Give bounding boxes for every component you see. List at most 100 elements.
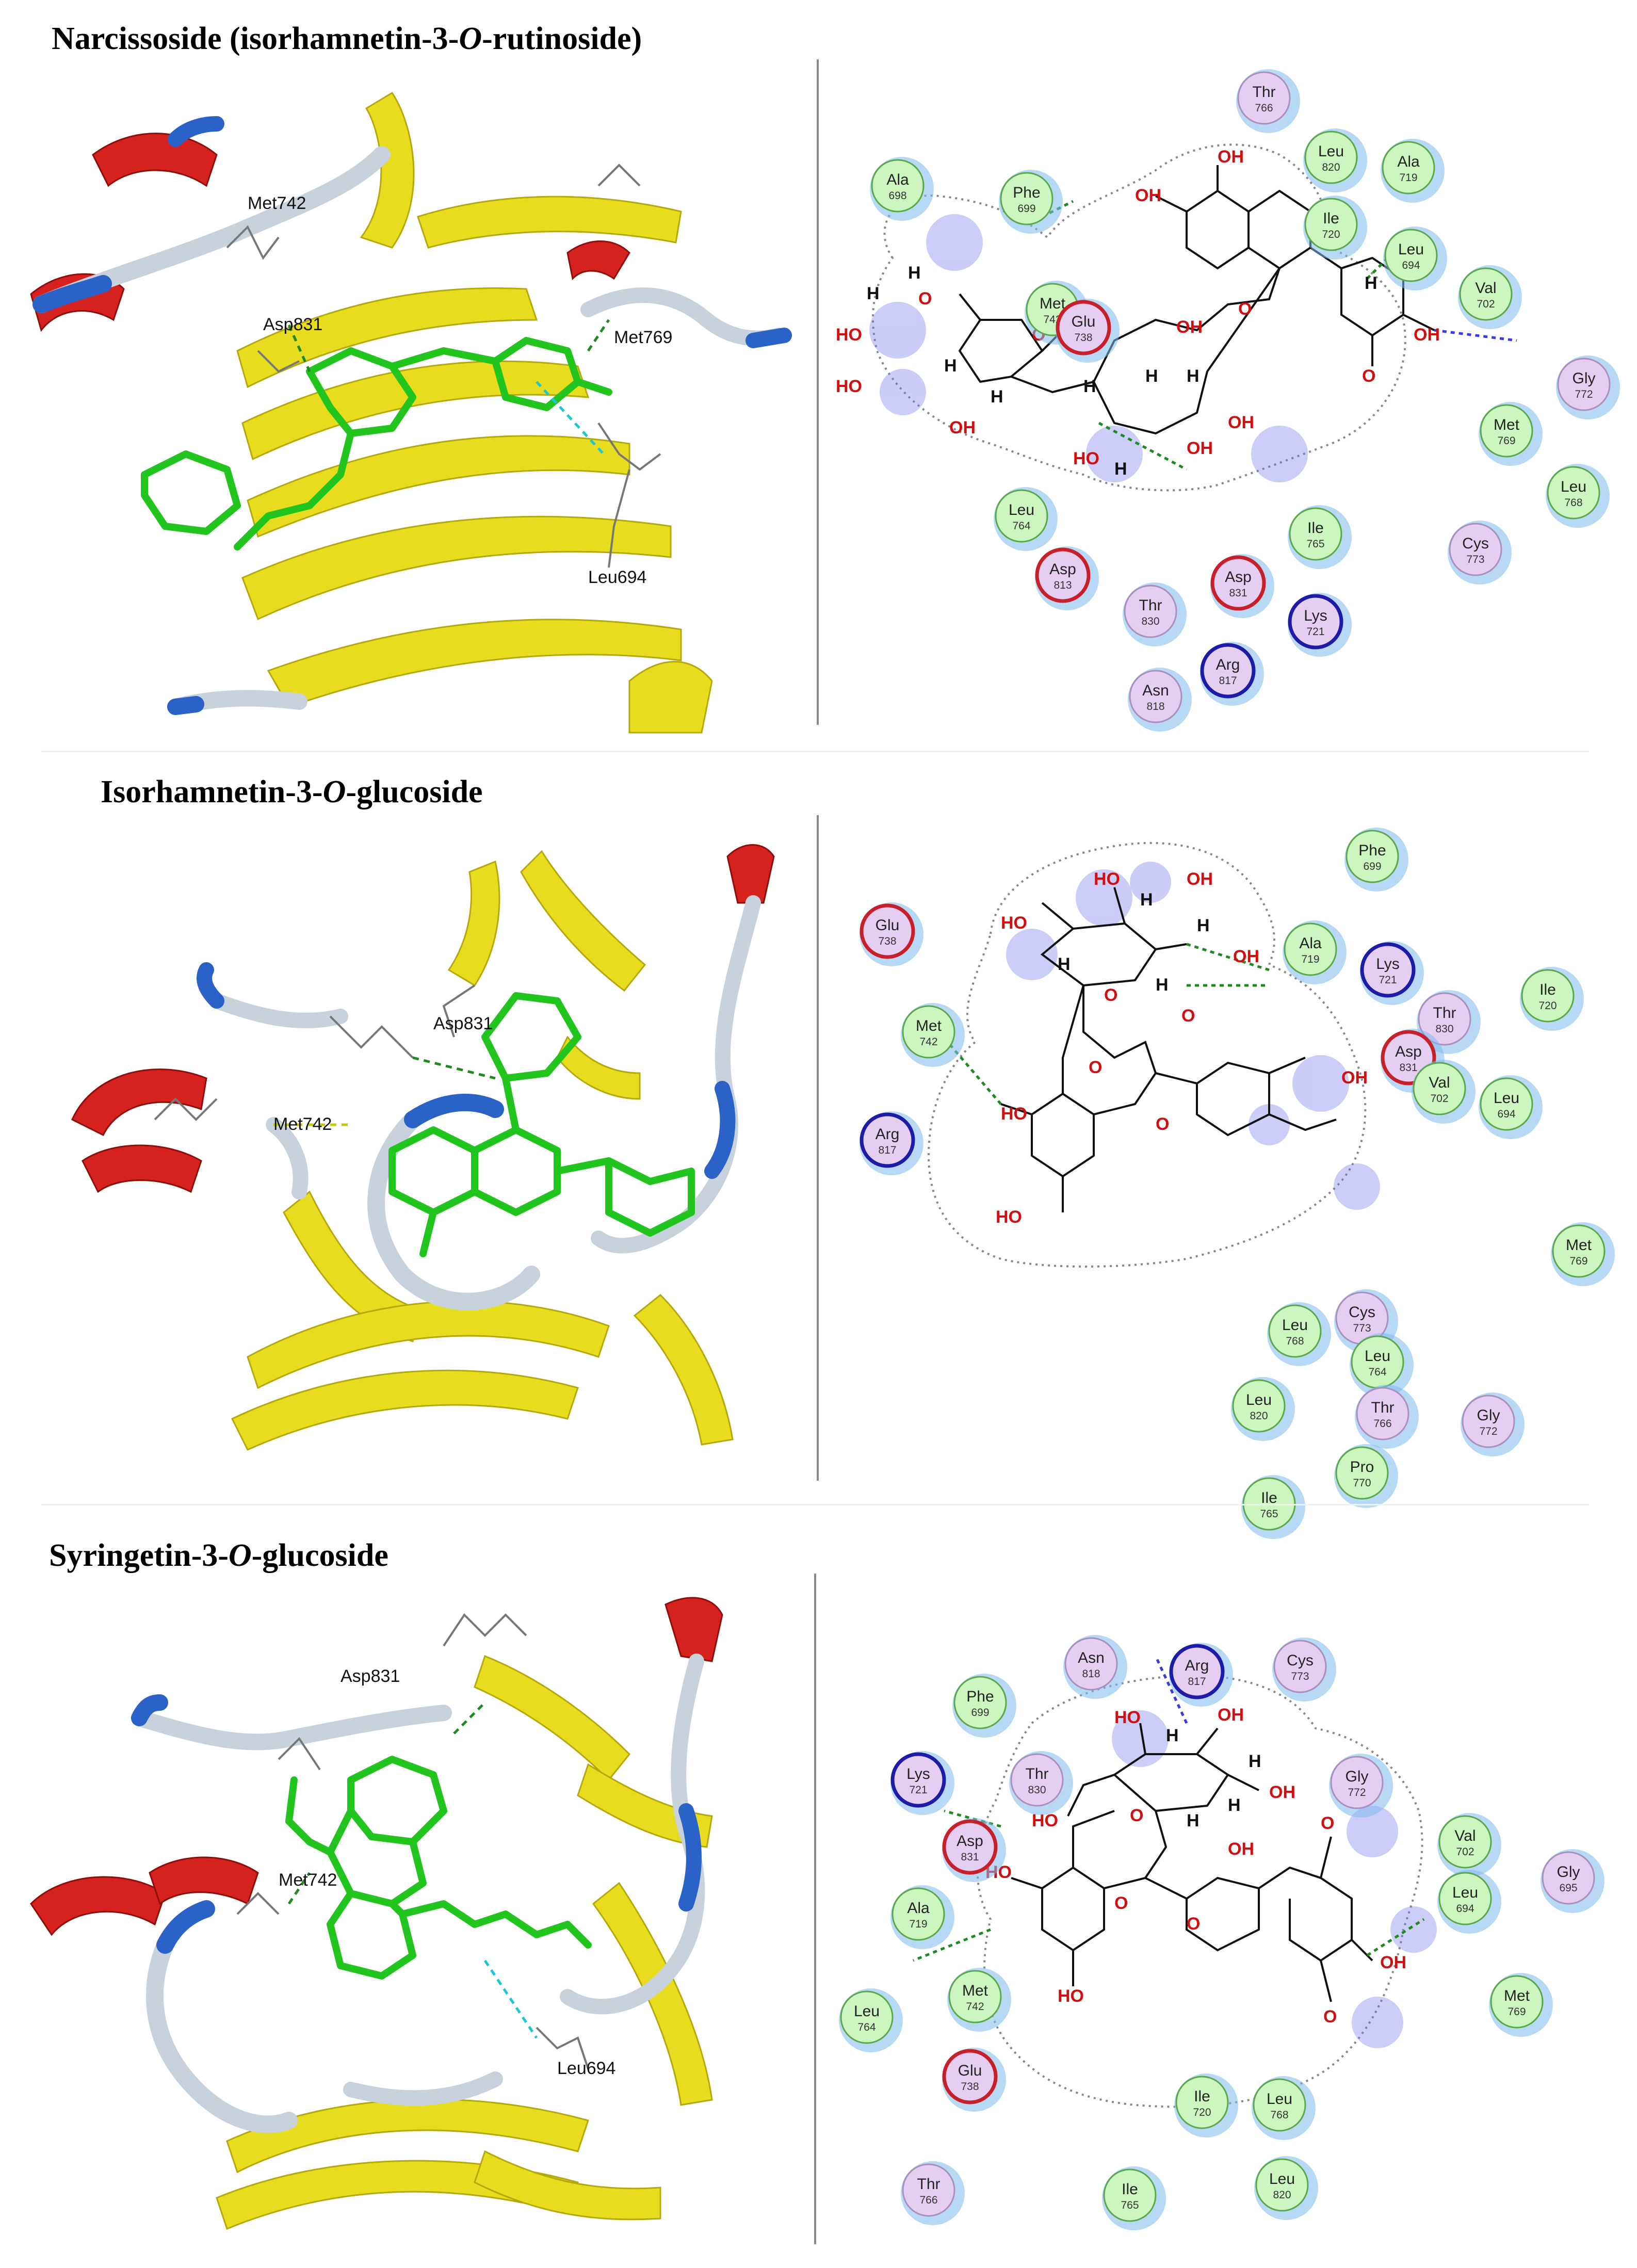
svg-text:OH: OH [1187,439,1213,458]
residue-name: Leu [1246,1391,1272,1408]
residue-disk [902,2163,955,2217]
residue-number: 766 [1255,102,1273,114]
residue-number: 820 [1250,1410,1268,1422]
svg-text:H: H [1140,890,1153,910]
residue-number: 772 [1479,1425,1497,1437]
residue-name: Glu [1072,313,1096,330]
residue-number: 772 [1575,388,1593,400]
residue-name: Gly [1346,1768,1369,1785]
panel-divider [817,59,819,725]
svg-text:H: H [1156,975,1169,995]
residue-disk [890,1752,946,1808]
residue-disk [871,159,925,213]
residue-disk [1438,1872,1492,1925]
residue-sidechains [236,1613,589,2069]
residue-name: Leu [1282,1317,1308,1334]
residue-name: Ile [1194,2088,1210,2105]
residue-number: 694 [1497,1108,1515,1120]
residue-number: 831 [961,1851,979,1863]
interaction-2d-diagram: HO H OH HO H H OH H O O HO O OH O HO Phe… [860,828,1615,1539]
panel-title: Syringetin-3-O-glucoside [49,1538,388,1573]
residue-disk [1335,1446,1389,1500]
svg-text:H: H [867,284,880,303]
residue-name: Leu [1269,2170,1295,2188]
ligand-atom-labels: HO H OH H OH H HO OH O H O O O HO OH O H… [985,1705,1406,2027]
panel-separator [41,1504,1589,1505]
residue-name: Pro [1350,1459,1374,1476]
residue-name: Ile [1307,520,1324,537]
residue-disk [1547,466,1600,520]
svg-text:H: H [991,387,1003,407]
residue-disk [1552,1224,1606,1278]
residue-leu-694: Leu694 [1479,1075,1543,1139]
coil-segments [197,895,761,1310]
label-3d: Met769 [614,328,672,347]
residue-disk [1237,71,1291,125]
svg-text:O: O [1238,299,1252,319]
interaction-lines [273,1056,496,1126]
residue-disk [1330,1756,1384,1809]
residue-disk [1356,1387,1409,1440]
svg-text:OH: OH [1414,325,1440,345]
residue-asp-831: Asp831 [1210,554,1274,618]
residue-name: Gly [1573,370,1596,387]
residue-number: 769 [1508,2006,1526,2018]
residue-number: 817 [878,1144,896,1156]
docking-3d-view: Met742 Asp831 Met769 Leu694 [30,91,792,734]
residue-name: Lys [1376,955,1400,973]
residue-name: Leu [854,2003,880,2020]
residue-number: 764 [857,2021,876,2033]
residue-name: Met [1494,416,1520,433]
residue-number: 830 [1141,615,1159,627]
svg-text:HO: HO [1001,913,1027,933]
residue-val-702: Val 702 [1437,1813,1501,1877]
interaction-arrows [938,943,1270,1105]
residue-name: Ile [1122,2181,1138,2198]
residue-name: Glu [876,917,900,934]
residue-number: 699 [1363,861,1381,872]
residue-disk [1557,358,1611,411]
residue-name: Thr [1433,1005,1456,1022]
residue-number: 768 [1286,1335,1304,1347]
residue-disk [1129,670,1182,723]
residue-name: Val [1454,1827,1476,1844]
residue-number: 765 [1260,1508,1278,1520]
docking-3d-view: Asp831 Met742 Leu694 [30,1597,723,2230]
residue-number: 702 [1456,1846,1474,1858]
coil-segments [131,1654,705,2133]
residue-number: 742 [966,2001,984,2013]
residue-number: 772 [1348,1787,1366,1799]
residue-number: 694 [1402,260,1420,271]
interaction-lines [287,319,610,455]
residue-name: Leu [1009,501,1034,519]
residue-number: 769 [1569,1255,1587,1267]
residue-name: Phe [1358,842,1386,859]
residue-gly-772: Gly 772 [1329,1754,1393,1818]
residue-disk [1169,1644,1225,1699]
svg-text:HO: HO [1073,449,1099,468]
svg-text:HO: HO [996,1207,1022,1227]
binding-pocket-outline [927,841,1367,1268]
residue-met-742: Met742 [901,1003,965,1067]
svg-text:O: O [1089,1058,1102,1077]
residue-disk [840,1990,894,2044]
residue-leu-820: Leu 820 [1231,1377,1295,1441]
ligand-sticks [285,1756,592,1980]
residue-name: Lys [1304,607,1327,624]
residue-number: 765 [1306,538,1324,550]
residue-number: 720 [1538,1000,1557,1012]
residue-met-769: Met769 [1479,402,1543,466]
residue-number: 695 [1559,1882,1577,1894]
residue-name: Arg [1216,656,1240,673]
